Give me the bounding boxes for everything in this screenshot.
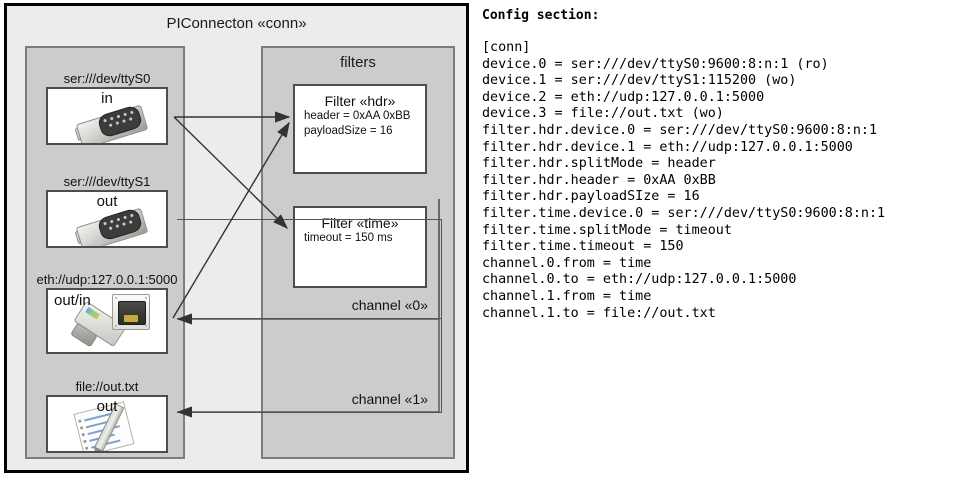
config-heading: Config section:	[482, 8, 600, 23]
filters-panel: filters Filter «hdr» header = 0xAA 0xBB …	[261, 46, 455, 459]
connection-arrows	[172, 111, 440, 418]
arrow-serial0-to-time	[173, 116, 288, 229]
device-direction: in	[101, 90, 113, 107]
filter-prop-timeout: timeout = 150 ms	[304, 232, 393, 244]
arrow-channel1-to-file	[176, 199, 440, 418]
device-card[interactable]: in	[46, 87, 168, 145]
filter-prop-header: header = 0xAA 0xBB	[304, 110, 411, 122]
ethernet-rj45-icon	[70, 292, 166, 352]
arrow-channel0-to-ethernet	[176, 199, 440, 325]
device-label: file://out.txt	[75, 379, 139, 394]
connector-component-box: PIConnecton «conn» ser:///dev/ttyS0 in	[4, 3, 469, 473]
channel-label: channel «0»	[351, 297, 428, 313]
component-title: PIConnecton «conn»	[166, 15, 307, 32]
device-direction: out/in	[54, 292, 91, 309]
device-direction: out	[96, 193, 118, 210]
device-entry-serial0[interactable]: ser:///dev/ttyS0 in	[36, 70, 178, 145]
device-entry-serial1[interactable]: ser:///dev/ttyS1 out	[36, 173, 178, 248]
devices-panel: ser:///dev/ttyS0 in ser:///dev/ttyS1	[25, 46, 185, 459]
device-card[interactable]: out	[46, 395, 168, 453]
filters-panel-title: filters	[340, 54, 376, 71]
device-entry-file[interactable]: file://out.txt out	[36, 378, 178, 453]
device-card[interactable]: out/in	[46, 288, 168, 354]
config-section: Config section: [conn] device.0 = ser://…	[482, 8, 960, 322]
filter-card-hdr[interactable]: Filter «hdr» header = 0xAA 0xBB payloadS…	[293, 84, 427, 174]
device-direction: out	[96, 398, 118, 415]
filter-prop-payloadsize: payloadSize = 16	[304, 125, 393, 137]
device-label: ser:///dev/ttyS1	[63, 174, 151, 189]
device-entry-ethernet[interactable]: eth://udp:127.0.0.1:5000 out/in	[36, 271, 178, 354]
arrow-ethernet-to-hdr	[172, 121, 290, 319]
device-label: eth://udp:127.0.0.1:5000	[36, 272, 178, 287]
filter-name: Filter «hdr»	[324, 93, 396, 109]
device-card[interactable]: out	[46, 190, 168, 248]
config-text: [conn] device.0 = ser:///dev/ttyS0:9600:…	[482, 40, 886, 321]
device-label: ser:///dev/ttyS0	[63, 71, 151, 86]
channel-label: channel «1»	[351, 391, 428, 407]
